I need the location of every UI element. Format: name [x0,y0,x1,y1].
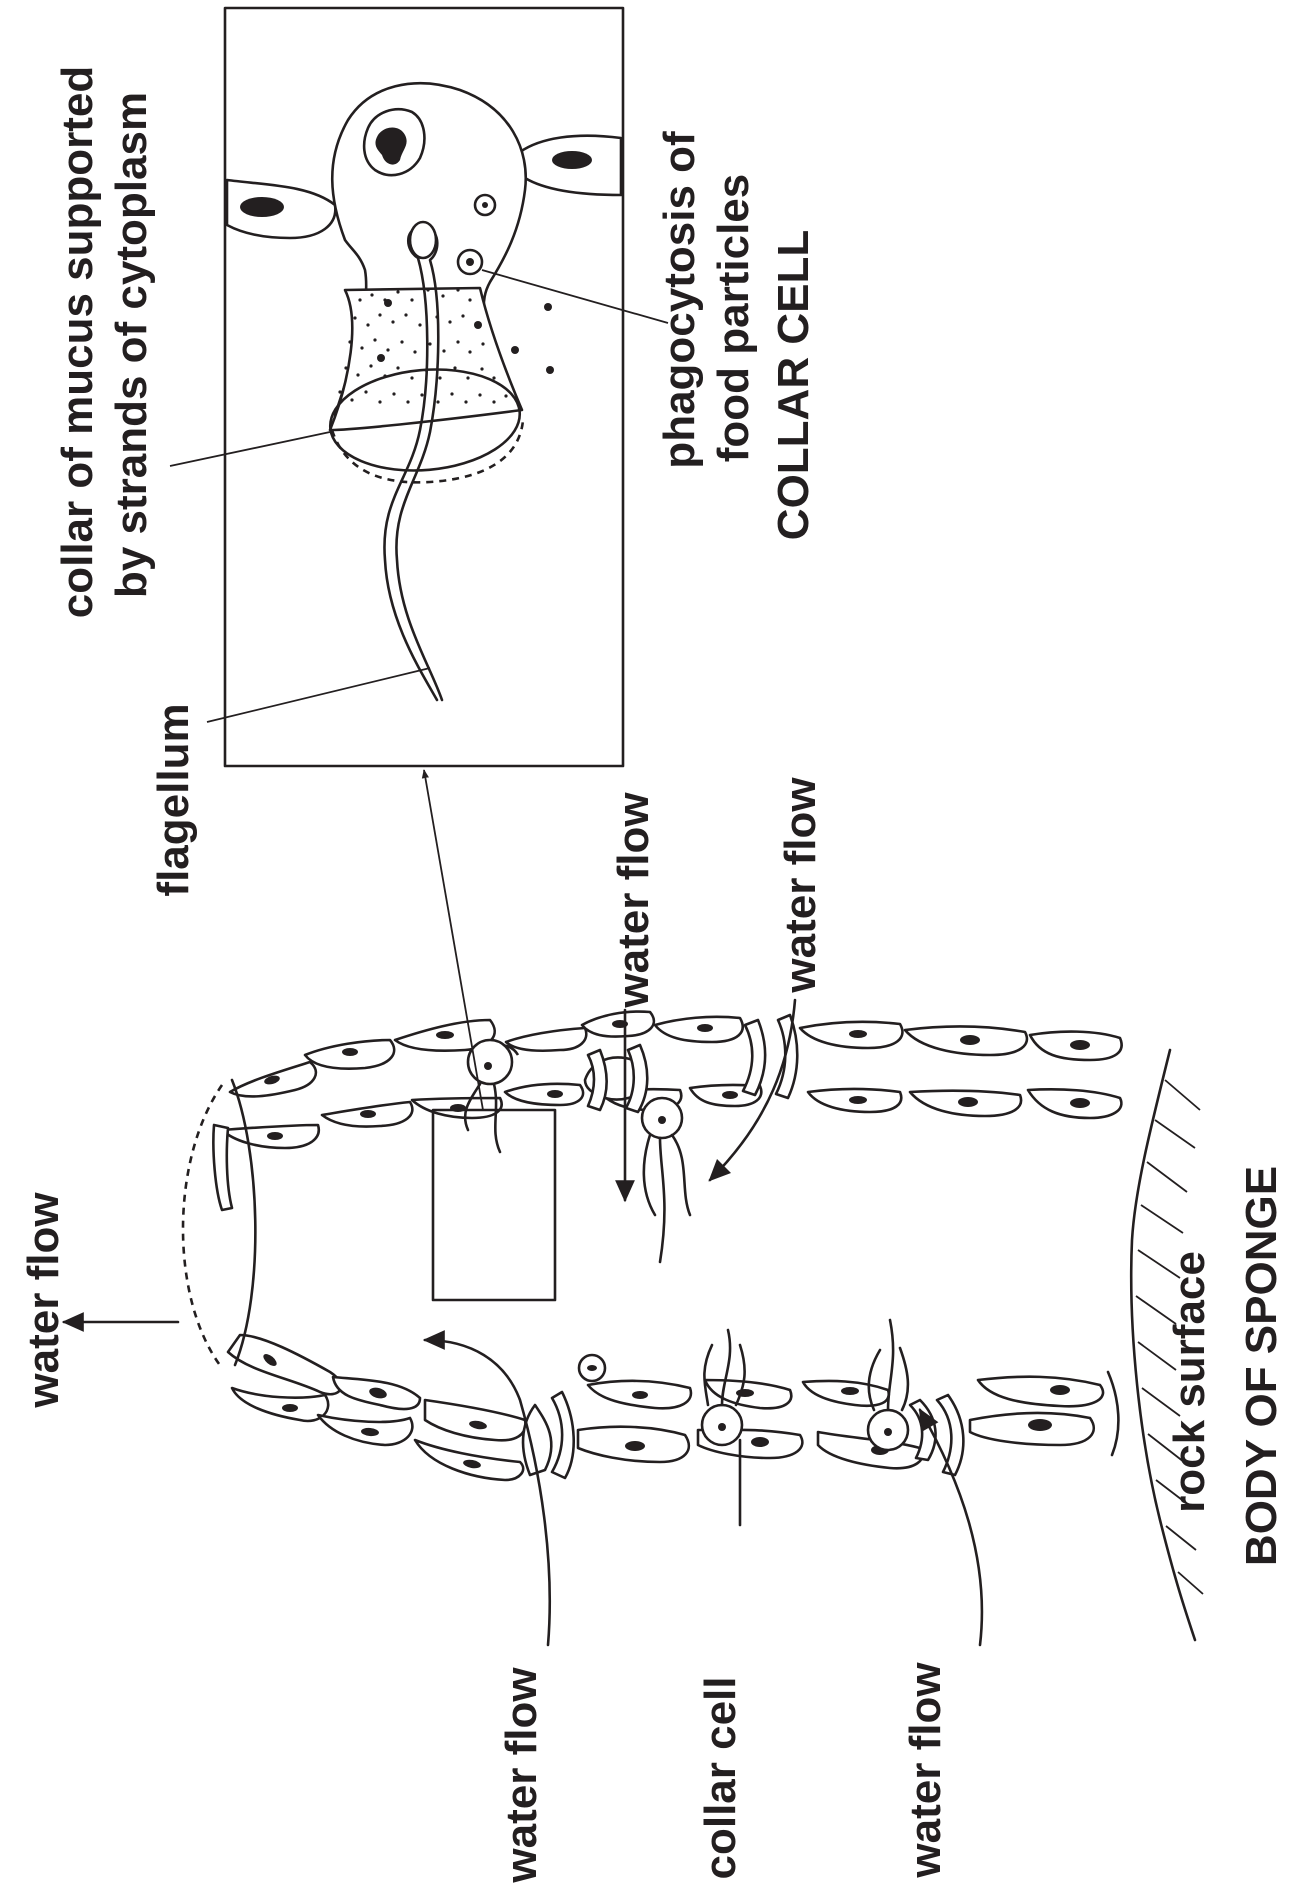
collar-cell-inset [225,8,623,766]
label-phagocytosis-line1: phagocytosis of [655,131,704,469]
label-water-flow-bottom-left: water flow [609,792,658,1009]
inset-marker-box [433,1110,555,1300]
label-water-flow-out: water flow [19,1192,68,1409]
osculum [183,1080,255,1368]
label-flagellum: flagellum [149,703,198,896]
label-collar-cell: collar cell [696,1676,745,1879]
label-water-flow-top-left: water flow [497,1667,546,1884]
label-collar-mucus-line1: collar of mucus supported [53,66,102,619]
label-rock-surface: rock surface [1165,1251,1214,1513]
label-body-of-sponge: BODY OF SPONGE [1237,1166,1286,1566]
label-collar-mucus-line2: by strands of cytoplasm [107,92,156,598]
label-water-flow-bottom-right: water flow [776,777,825,994]
label-water-flow-top-right: water flow [901,1662,950,1879]
label-phagocytosis-line2: food particles [709,174,758,463]
sponge-left-side-walls [213,1125,232,1210]
sponge-top-wall [228,1335,1118,1480]
label-collar-cell-title: COLLAR CELL [769,230,818,540]
top-inner-cells [578,1355,1118,1475]
zoom-leader-line [424,770,483,1110]
text-labels: water flow water flow collar cell water … [19,66,1286,1884]
